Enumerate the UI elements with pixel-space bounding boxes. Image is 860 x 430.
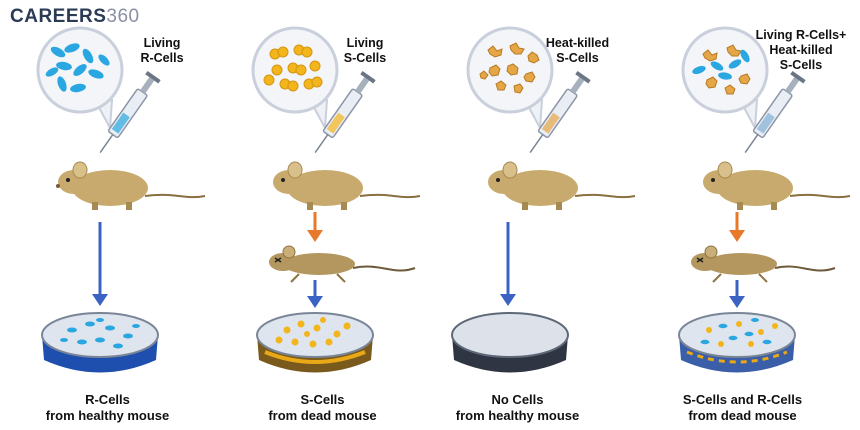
cell-bubble (36, 26, 124, 132)
result-source: from healthy mouse (45, 408, 170, 423)
experiment-1: Living R-Cells R-Cells from healthy mous… (0, 0, 215, 430)
injected-label: Living R-Cells+ Heat-killed S-Cells (755, 28, 847, 72)
result-label: S-Cells from dead mouse (215, 392, 430, 424)
experiment-4-illustration (678, 26, 851, 373)
experiment-3: Heat-killed S-Cells No Cells from health… (430, 0, 645, 430)
injected-label: Living R-Cells (140, 36, 184, 65)
r-cells-icon (45, 43, 110, 93)
heat-killed-cells-icon (479, 42, 540, 94)
orange-arrow-down-icon (307, 212, 323, 242)
experiment-2: Living S-Cells S-Cells from dead mouse (215, 0, 430, 430)
cell-bubble (681, 26, 769, 132)
experiment-3-illustration (451, 26, 636, 373)
result-title: No Cells (491, 392, 544, 407)
petri-dish-icon (678, 312, 796, 373)
arrow-down-icon (307, 280, 323, 308)
petri-dish-icon (451, 312, 569, 373)
syringe-icon (744, 71, 806, 154)
result-label: R-Cells from healthy mouse (0, 392, 215, 424)
result-source: from dead mouse (688, 408, 797, 423)
healthy-mouse-icon (703, 161, 851, 210)
experiment-1-illustration (36, 26, 206, 373)
result-title: S-Cells and R-Cells (682, 392, 803, 407)
injected-label: Living S-Cells (343, 36, 387, 65)
careers360-logo: CAREERS360 (10, 6, 140, 28)
orange-arrow-down-icon (729, 212, 745, 242)
result-title: S-Cells (300, 392, 345, 407)
logo-number: 360 (106, 6, 140, 27)
s-cells-icon (263, 44, 323, 92)
injected-label: Heat-killed S-Cells (545, 36, 610, 65)
result-source: from healthy mouse (455, 408, 580, 423)
petri-dish-icon (41, 312, 159, 373)
experiment-4: Living R-Cells+ Heat-killed S-Cells S-Ce… (645, 0, 860, 430)
healthy-mouse-icon (273, 161, 421, 210)
arrow-down-icon (729, 280, 745, 308)
arrow-down-icon (500, 222, 516, 306)
experiment-2-illustration (251, 26, 421, 373)
arrow-down-icon (92, 222, 108, 306)
mixed-cells-icon (692, 44, 751, 95)
dead-mouse-icon (269, 245, 416, 283)
petri-dish-icon (256, 312, 374, 373)
syringe-icon (314, 71, 376, 154)
healthy-mouse-icon (56, 161, 206, 210)
healthy-mouse-icon (488, 161, 636, 210)
result-label: No Cells from healthy mouse (410, 392, 625, 424)
logo-text: CAREERS (10, 6, 107, 27)
syringe-icon (99, 71, 161, 154)
syringe-icon (529, 71, 591, 154)
dead-mouse-icon (691, 245, 836, 283)
result-source: from dead mouse (268, 408, 377, 423)
result-title: R-Cells (85, 392, 130, 407)
result-label: S-Cells and R-Cells from dead mouse (635, 392, 850, 424)
